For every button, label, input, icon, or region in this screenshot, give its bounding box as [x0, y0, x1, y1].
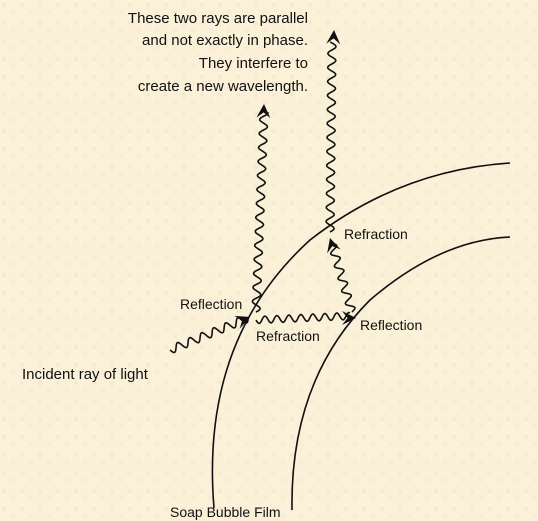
- rays-group: [169, 41, 356, 354]
- label-reflection-inner: Reflection: [360, 317, 422, 333]
- refracted-ray-inside: [255, 311, 351, 325]
- label-refraction-outer: Refraction: [344, 226, 408, 242]
- label-reflection-outer: Reflection: [180, 296, 242, 312]
- reflected-arrowhead: [256, 104, 271, 119]
- arrowheads-group: [234, 30, 356, 329]
- caption-line-2: and not exactly in phase.: [142, 32, 308, 49]
- incident-ray: [169, 317, 249, 354]
- label-incident-ray: Incident ray of light: [22, 366, 149, 383]
- label-refraction-inner: Refraction: [256, 328, 320, 344]
- exit-arrowhead: [326, 30, 341, 45]
- inner-reflected-ray: [329, 242, 356, 313]
- caption-line-1: These two rays are parallel: [128, 10, 308, 27]
- film-outer-surface: [211, 162, 511, 509]
- film-inner-surface: [291, 236, 511, 511]
- refracted-inside-arrowhead: [342, 311, 356, 325]
- incident-arrowhead: [234, 315, 250, 329]
- reflected-ray: [251, 111, 269, 313]
- caption-line-3: They interfere to: [199, 55, 308, 72]
- inner-reflected-arrowhead: [327, 238, 341, 254]
- label-soap-bubble-film: Soap Bubble Film: [170, 504, 281, 520]
- exit-ray: [325, 41, 337, 233]
- caption-line-4: create a new wavelength.: [138, 78, 308, 95]
